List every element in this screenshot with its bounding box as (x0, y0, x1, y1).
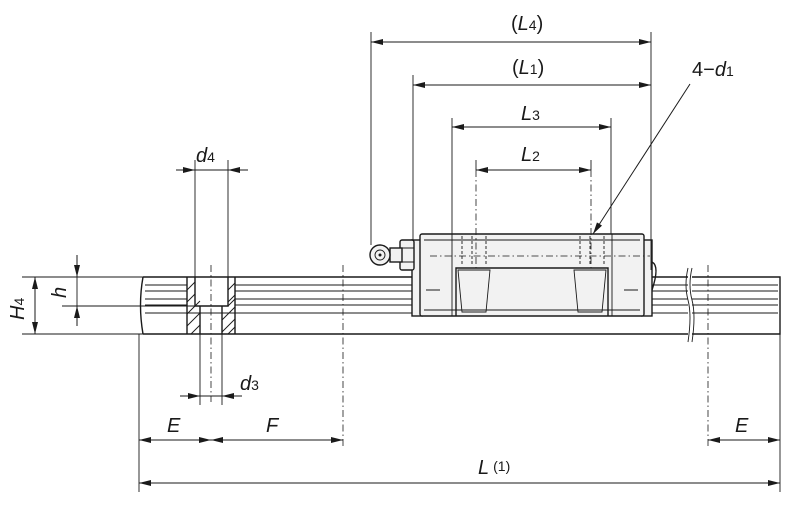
bolt-hole-right-hidden (579, 236, 605, 266)
block-recess (455, 267, 609, 316)
ball-recirc-left (457, 269, 491, 313)
end-tab (651, 261, 657, 291)
bolt-hole-left-hidden (461, 236, 487, 266)
leader-d1 (592, 83, 691, 235)
block-inner-lines (424, 239, 640, 311)
extension-lines-ends (138, 334, 781, 492)
label-E-left: E (167, 415, 181, 437)
hatching (186, 281, 236, 335)
extension-lines-height (22, 276, 195, 335)
label-L2: L2 (521, 144, 540, 166)
label-d3: d3 (240, 373, 259, 395)
ball-recirc-right (573, 269, 607, 313)
label-L-total: L(1) (478, 457, 510, 479)
rail-outline-right (692, 276, 781, 335)
mounting-hole-section (186, 265, 236, 402)
hole-section-edges (186, 277, 236, 334)
block-body (419, 233, 645, 317)
label-L3: L3 (521, 103, 540, 125)
label-E-right: E (735, 415, 749, 437)
counterbore (194, 277, 229, 307)
grease-nipple-neck (389, 247, 403, 263)
label-4-d1: 4−d1 (692, 59, 734, 81)
extension-lines-top (370, 32, 652, 270)
block-end-caps (451, 234, 613, 316)
label-L1: (L1) (512, 57, 544, 79)
break-line-2 (689, 267, 695, 343)
label-L4: (L4) (511, 13, 543, 35)
label-H4: H4 (7, 298, 29, 320)
label-F: F (266, 415, 280, 437)
label-h: h (49, 287, 71, 298)
break-line-1 (685, 267, 691, 343)
dimensions (22, 32, 781, 492)
extension-lines-d4 (194, 160, 229, 277)
grease-nipple (369, 239, 415, 271)
label-d4: d4 (196, 145, 215, 167)
carriage-block (411, 170, 657, 317)
